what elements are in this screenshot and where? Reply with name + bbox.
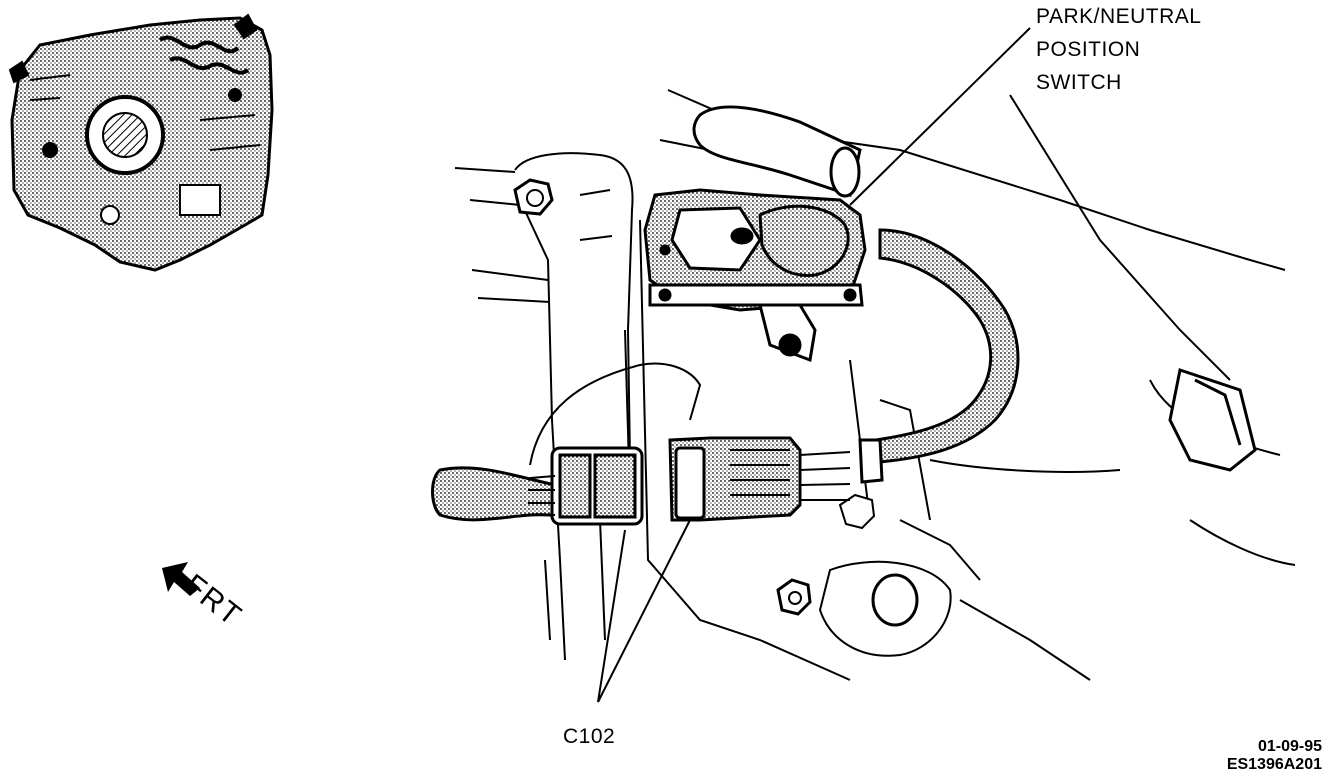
mounting-bolts: [513, 178, 952, 657]
switch-callout: PARK/NEUTRAL POSITION SWITCH: [1036, 0, 1201, 99]
transaxle-outline: [454, 89, 1296, 681]
figure-code-block: 01-09-95 ES1396A201: [1227, 738, 1322, 774]
c102-connector: [528, 362, 851, 526]
front-arrow-icon: [162, 562, 200, 596]
coolant-hose: [692, 105, 862, 198]
figure-date: 01-09-95: [1257, 738, 1322, 755]
leader-lines: [597, 27, 1031, 703]
wiring-harness: [431, 228, 1257, 522]
switch-label-line2: POSITION: [1036, 38, 1141, 61]
park-neutral-switch: [643, 188, 867, 363]
switch-label-line1: PARK/NEUTRAL: [1036, 5, 1202, 28]
engine-locator-thumbnail: [8, 13, 274, 272]
switch-label-line3: SWITCH: [1036, 71, 1122, 94]
figure-id: ES1396A201: [1226, 756, 1322, 773]
connector-label: C102: [563, 725, 616, 748]
